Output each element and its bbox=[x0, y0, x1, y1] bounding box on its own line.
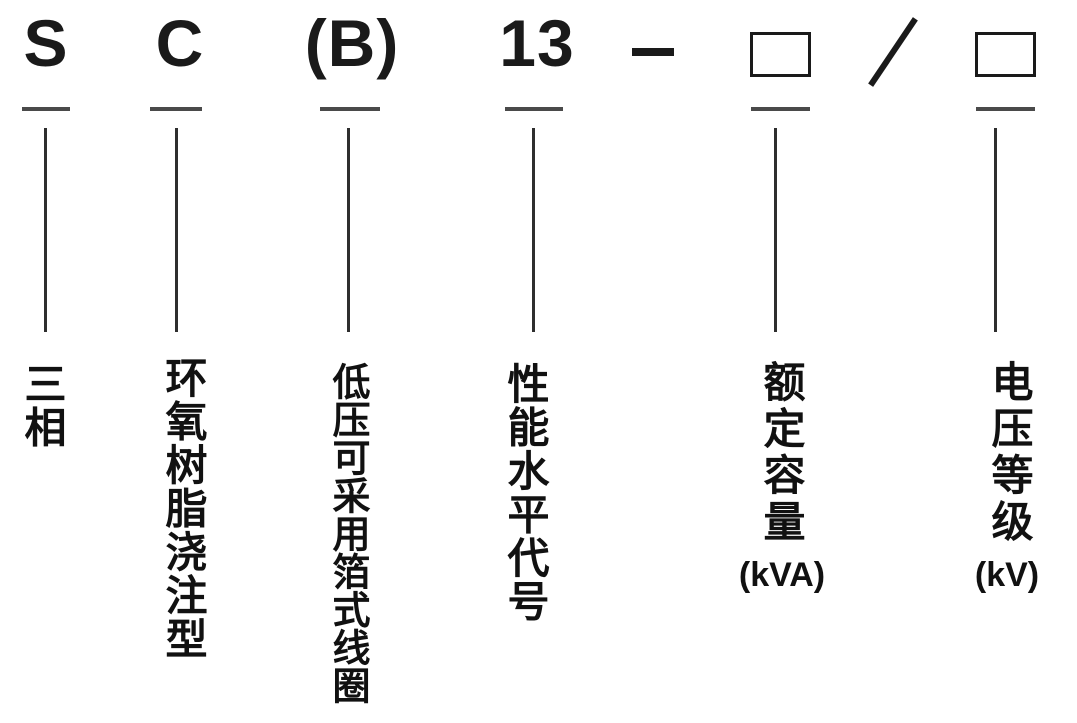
connector-line-voltage bbox=[994, 128, 997, 332]
dash-separator-icon bbox=[632, 48, 674, 56]
label-epoxy-resin-cast: 环氧树脂浇注型 bbox=[160, 356, 207, 661]
code-letter-b: (B) bbox=[304, 6, 400, 80]
code-letter-c: C bbox=[155, 6, 205, 80]
underline-c bbox=[150, 107, 202, 111]
connector-line-s bbox=[44, 128, 47, 332]
underline-13 bbox=[505, 107, 563, 111]
code-number-13: 13 bbox=[499, 6, 575, 80]
capacity-blank-box-icon bbox=[750, 32, 811, 77]
underline-b bbox=[320, 107, 380, 111]
underline-capacity bbox=[751, 107, 810, 111]
label-three-phase: 三相 bbox=[19, 362, 66, 449]
label-foil-coil: 低压可采用箔式线圈 bbox=[326, 362, 368, 704]
code-letter-s: S bbox=[23, 6, 69, 80]
connector-line-c bbox=[175, 128, 178, 332]
connector-line-13 bbox=[532, 128, 535, 332]
underline-voltage bbox=[976, 107, 1035, 111]
label-voltage-class: 电压等级 bbox=[986, 360, 1033, 546]
connector-line-capacity bbox=[774, 128, 777, 332]
connector-line-b bbox=[347, 128, 350, 332]
unit-kva: (kVA) bbox=[738, 556, 826, 594]
slash-separator-icon bbox=[868, 17, 918, 87]
voltage-blank-box-icon bbox=[975, 32, 1036, 77]
label-rated-capacity: 额定容量 bbox=[758, 360, 805, 546]
unit-kv: (kV) bbox=[974, 556, 1040, 594]
label-performance-level: 性能水平代号 bbox=[502, 362, 549, 623]
underline-s bbox=[22, 107, 70, 111]
